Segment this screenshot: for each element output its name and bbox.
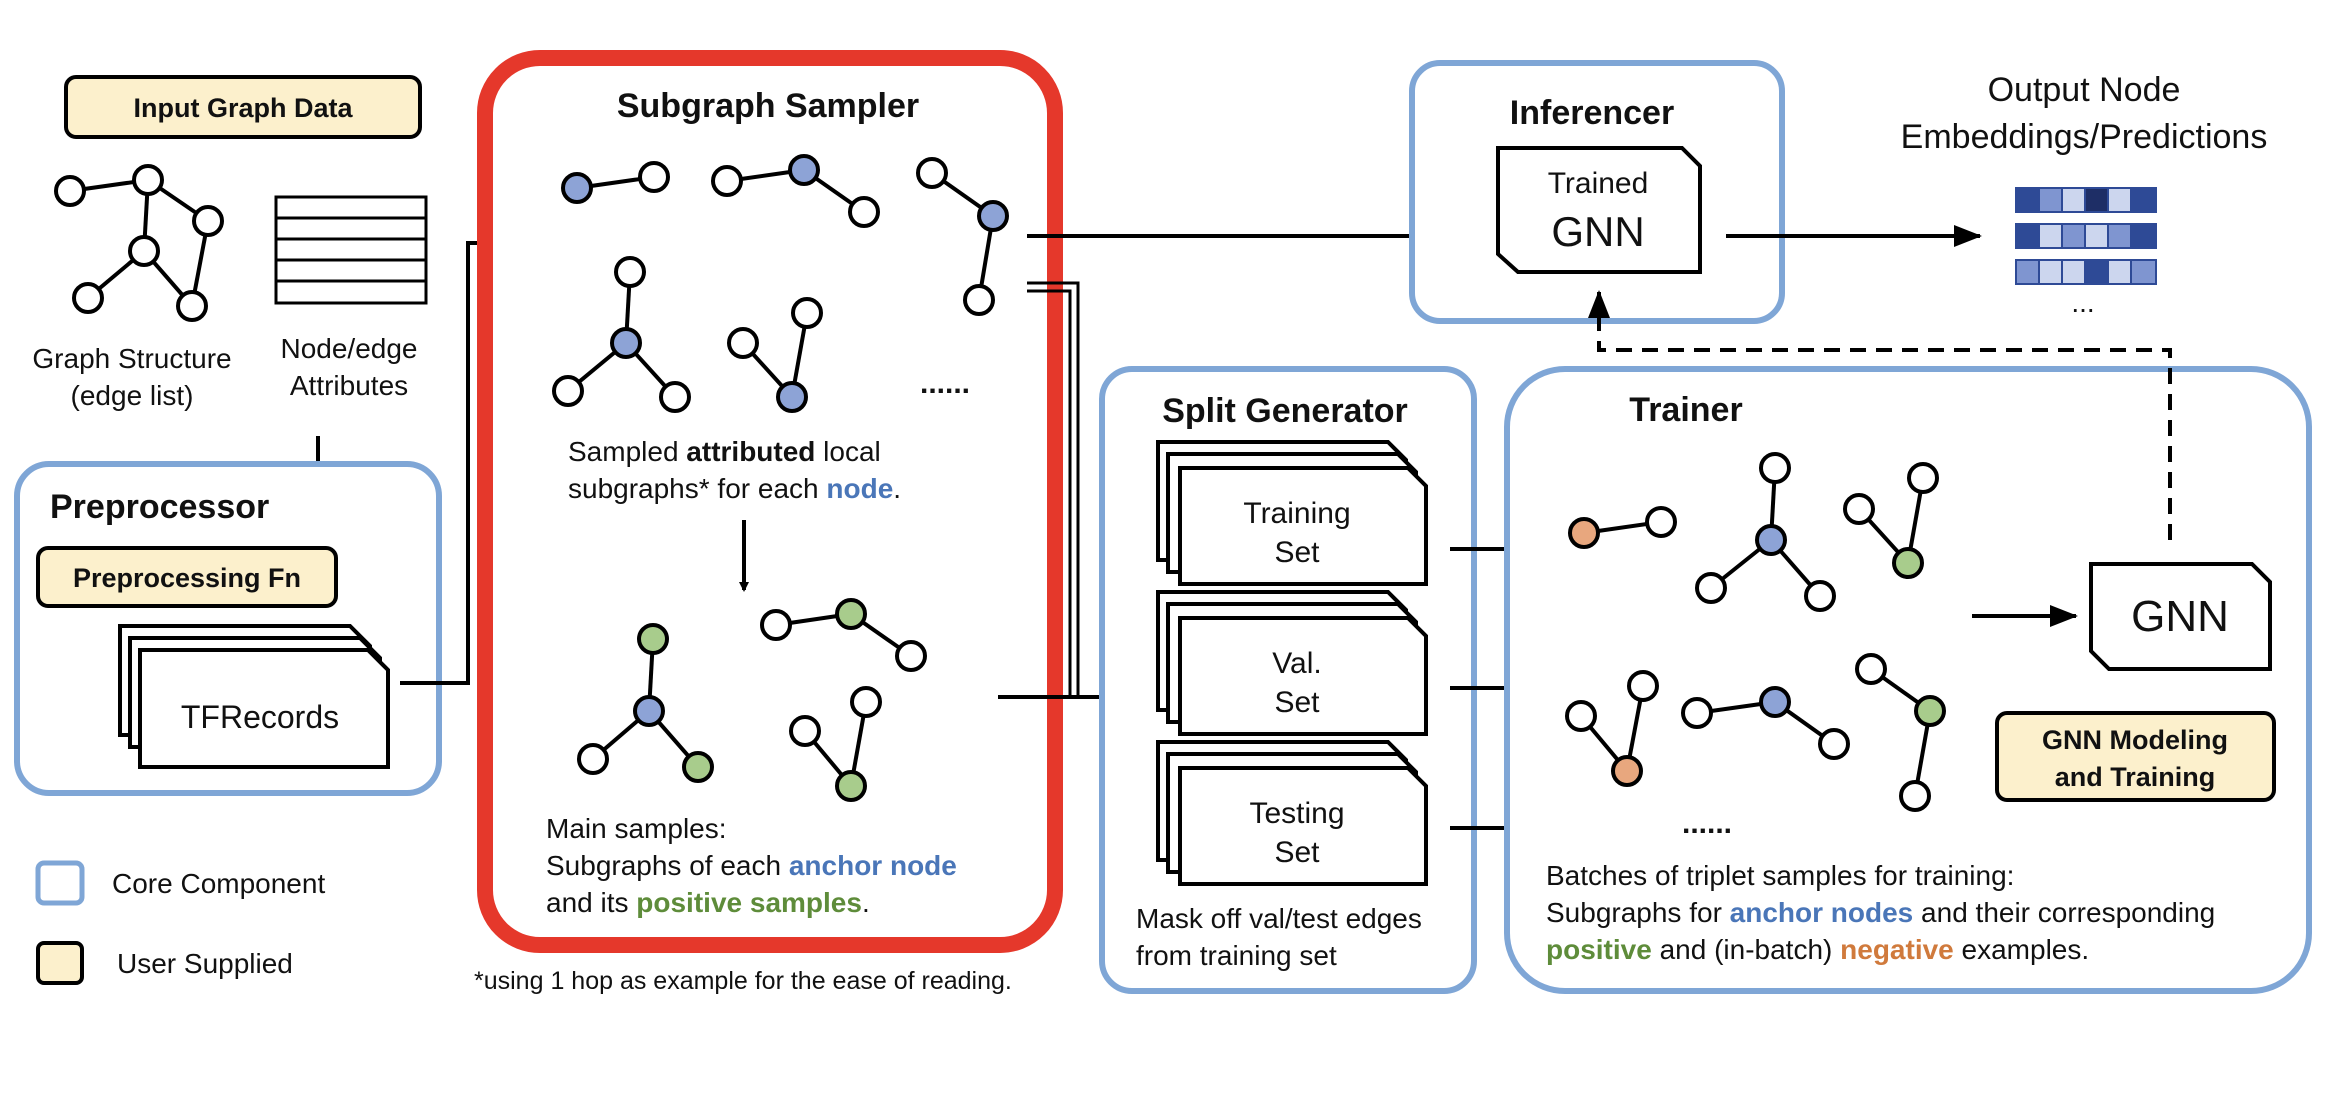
trained-gnn-line2: GNN <box>1551 208 1644 255</box>
sampler-description-line2: subgraphs* for each node. <box>568 473 901 504</box>
legend: Core Component User Supplied <box>35 860 325 985</box>
trainer-desc-line1: Batches of triplet samples for training: <box>1546 860 2014 891</box>
embedding-rows <box>2015 187 2157 285</box>
trainer-desc-line2: Subgraphs for anchor nodes and their cor… <box>1546 897 2215 928</box>
training-set-stack <box>1156 440 1428 586</box>
mask-text-line2: from training set <box>1136 940 1337 971</box>
trained-gnn-line1: Trained <box>1548 167 1649 200</box>
preprocessor-component: Preprocessor Preprocessing Fn TFRecords <box>14 461 442 796</box>
output-title-line2: Embeddings/Predictions <box>1901 118 2268 156</box>
sampler-ellipsis-top: ...... <box>920 367 970 400</box>
output-section: Output Node Embeddings/Predictions <box>1901 71 2268 318</box>
training-set-line2: Set <box>1274 536 1320 569</box>
split-generator-component: Split Generator Training Set Val. Set Te… <box>1099 366 1477 994</box>
preprocessing-fn-box <box>36 546 338 608</box>
val-set-line1: Val. <box>1272 647 1321 680</box>
trainer-desc-line3: positive and (in-batch) negative example… <box>1546 934 2089 965</box>
tfrecords-label: TFRecords <box>181 699 339 735</box>
sampler-footnote: *using 1 hop as example for the ease of … <box>474 967 1012 995</box>
trained-gnn-box <box>1496 146 1702 274</box>
graph-structure-icon <box>54 164 224 322</box>
main-samples-line1: Main samples: <box>546 813 727 844</box>
gnn-modeling-line2: and Training <box>2055 762 2216 792</box>
mask-text-line1: Mask off val/test edges <box>1136 903 1422 934</box>
legend-user-swatch <box>36 941 84 985</box>
trainer-component: Trainer <box>1504 366 2312 994</box>
testing-set-line2: Set <box>1274 836 1320 869</box>
sampled-subgraphs-top <box>552 154 1009 413</box>
attribute-table-icon <box>274 195 428 305</box>
legend-core-swatch <box>35 860 85 906</box>
split-generator-title: Split Generator <box>1162 392 1408 430</box>
attributes-label-line1: Node/edge <box>280 333 417 364</box>
legend-user-label: User Supplied <box>117 948 293 979</box>
main-samples-line2: Subgraphs of each anchor node <box>546 850 957 881</box>
trainer-title: Trainer <box>1629 391 1742 429</box>
subgraph-sampler-component: Subgraph Sampler <box>477 50 1063 953</box>
val-set-stack <box>1156 590 1428 736</box>
output-title-line1: Output Node <box>1988 71 2181 109</box>
testing-set-stack <box>1156 740 1428 886</box>
attributes-label-line2: Attributes <box>290 370 408 401</box>
graph-structure-label-line1: Graph Structure <box>32 343 231 374</box>
subgraph-sampler-title: Subgraph Sampler <box>617 87 919 125</box>
trainer-ellipsis: ...... <box>1682 807 1732 840</box>
output-ellipsis: ... <box>2071 287 2094 318</box>
dashed-arrow-gnn-to-inferencer <box>1588 290 2172 540</box>
main-samples-graphs <box>577 598 927 802</box>
input-graph-data-label: Input Graph Data <box>133 93 353 123</box>
gnn-modeling-box <box>1995 711 2276 802</box>
testing-set-line1: Testing <box>1249 797 1344 830</box>
gnn-modeling-line1: GNN Modeling <box>2042 725 2228 755</box>
preprocessor-title: Preprocessor <box>50 488 269 526</box>
training-triplet-graphs <box>1565 452 1946 812</box>
gnn-label: GNN <box>2131 592 2229 641</box>
val-set-line2: Set <box>1274 686 1320 719</box>
tfrecords-stack <box>118 624 390 769</box>
inferencer-component: Inferencer Trained GNN <box>1409 60 1785 324</box>
training-set-line1: Training <box>1243 497 1350 530</box>
gnn-box <box>2089 562 2272 671</box>
input-section: Input Graph Data Graph Structure (edge l… <box>32 75 428 507</box>
graph-structure-label-line2: (edge list) <box>71 380 194 411</box>
input-graph-data-box <box>64 75 422 139</box>
inferencer-title: Inferencer <box>1510 94 1674 132</box>
main-samples-line3: and its positive samples. <box>546 887 870 918</box>
sampler-description-line1: Sampled attributed local <box>568 436 881 467</box>
arrow-sampler-to-split-generator-outer <box>1027 289 1072 697</box>
trainer-box <box>1504 366 2312 994</box>
legend-core-label: Core Component <box>112 868 325 899</box>
preprocessing-fn-label: Preprocessing Fn <box>73 563 301 593</box>
